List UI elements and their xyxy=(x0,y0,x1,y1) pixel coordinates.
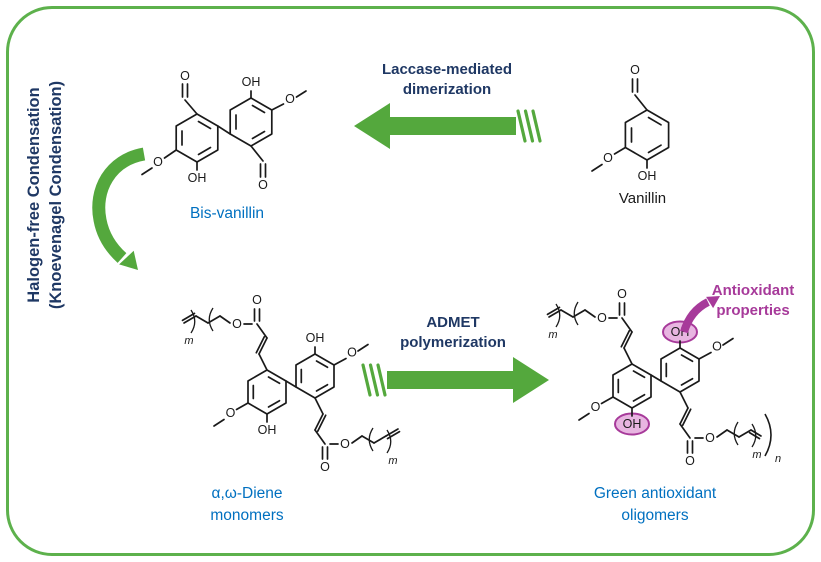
repeat-m-label: m xyxy=(388,455,397,467)
antioxidant-properties-label: Antioxidant properties xyxy=(697,281,809,322)
antioxidant-label-line1: Antioxidant xyxy=(711,282,795,299)
methoxy-o-label: O xyxy=(153,155,163,169)
admet-label: ADMET polymerization xyxy=(368,313,538,354)
admet-arrow xyxy=(361,357,549,403)
antioxidant-pointer-arrow xyxy=(680,296,720,334)
condensation-vertical-title: Halogen-free Condensation (Knoevenagel C… xyxy=(24,45,70,345)
vanillin-structure: O O OH xyxy=(591,63,670,183)
rounded-border-frame xyxy=(6,6,815,556)
aldehyde-o-label: O xyxy=(258,178,268,192)
methoxy-o-label: O xyxy=(347,346,357,360)
hydroxyl-label: OH xyxy=(638,169,657,183)
methoxy-o-label: O xyxy=(285,92,295,106)
hydroxyl-label: OH xyxy=(242,75,261,89)
vertical-title-line2: (Knoevenagel Condensation) xyxy=(46,80,65,310)
aldehyde-o-label: O xyxy=(180,69,190,83)
ester-o-label: O xyxy=(340,437,350,451)
oligomer-structure: O OH OH O O O m O O xyxy=(546,287,781,468)
methoxy-o-label: O xyxy=(603,151,613,165)
carbonyl-o-label: O xyxy=(252,293,262,307)
laccase-arrow xyxy=(354,103,542,149)
antioxidant-label-line2: properties xyxy=(716,302,790,320)
admet-label-line2: polymerization xyxy=(400,334,506,352)
carbonyl-o-label: O xyxy=(685,454,695,468)
diene-name-line1: α,ω-Diene xyxy=(211,485,283,502)
laccase-label-line1: Laccase-mediated xyxy=(381,61,513,78)
vanillin-name: Vanillin xyxy=(618,190,667,207)
hydroxyl-label: OH xyxy=(306,331,325,345)
ester-o-label: O xyxy=(232,317,242,331)
repeat-n-label: n xyxy=(775,453,781,465)
bis-vanillin-structure: O O OH OH O O xyxy=(141,69,307,192)
methoxy-o-label: O xyxy=(226,406,236,420)
ester-o-label: O xyxy=(597,311,607,325)
aldehyde-o-label: O xyxy=(630,63,640,77)
oligomer-name-line2: oligomers xyxy=(621,506,689,524)
left-arrow-shape xyxy=(354,103,516,149)
laccase-label-line2: dimerization xyxy=(402,81,492,99)
admet-label-line1: ADMET xyxy=(426,314,480,331)
right-arrow-shape xyxy=(387,357,549,403)
methoxy-o-label: O xyxy=(591,400,601,414)
hydroxyl-label: OH xyxy=(258,423,277,437)
carbonyl-o-label: O xyxy=(320,460,330,474)
ester-o-label: O xyxy=(705,431,715,445)
hydroxyl-label: OH xyxy=(623,417,642,431)
diene-name-line2: monomers xyxy=(210,506,284,524)
knoevenagel-curved-arrow xyxy=(92,147,146,270)
vertical-title-line1: Halogen-free Condensation xyxy=(25,87,43,303)
oligomer-name: Green antioxidant oligomers xyxy=(545,483,765,526)
diene-monomer-structure: O OH OH O O O m O O xyxy=(181,293,401,474)
oligomer-name-line1: Green antioxidant xyxy=(593,485,717,502)
diene-name: α,ω-Diene monomers xyxy=(157,483,337,526)
repeat-m-label: m xyxy=(752,449,761,461)
repeat-m-label: m xyxy=(548,329,557,341)
bis-vanillin-name: Bis-vanillin xyxy=(189,205,265,222)
methoxy-o-label: O xyxy=(712,340,722,354)
repeat-m-label: m xyxy=(184,335,193,347)
hydroxyl-label: OH xyxy=(188,171,207,185)
laccase-label: Laccase-mediated dimerization xyxy=(362,60,532,101)
carbonyl-o-label: O xyxy=(617,287,627,301)
